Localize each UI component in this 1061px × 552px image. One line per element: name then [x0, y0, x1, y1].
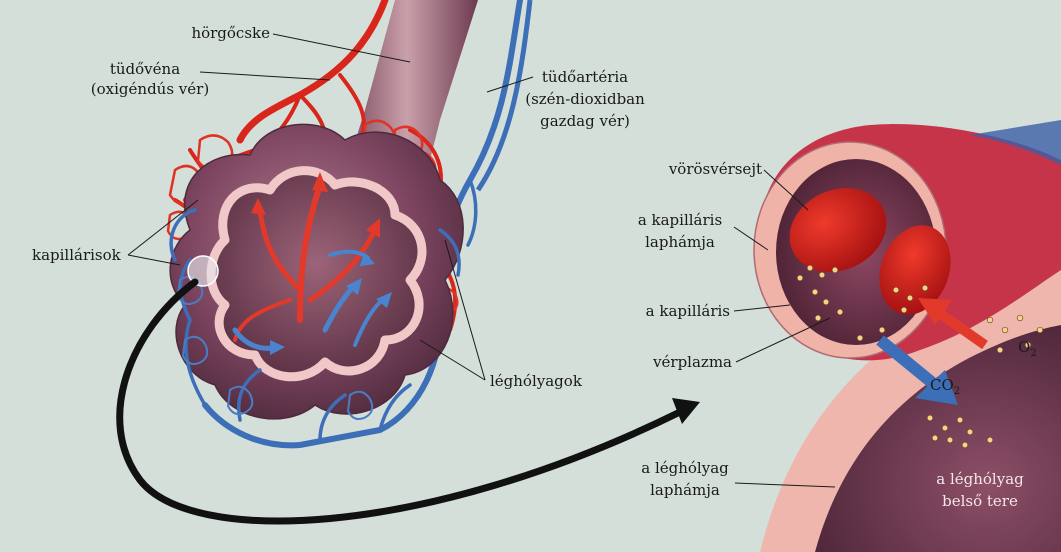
- label-alveolus-epithelium-1: a léghólyag: [641, 459, 729, 477]
- label-capillary-epithelium-2: laphámja: [645, 233, 715, 251]
- label-bronchiole: hörgőcske: [191, 24, 270, 42]
- label-capillaries: kapillárisok: [32, 246, 122, 264]
- label-pulmonary-artery-3: gazdag vér): [540, 112, 630, 130]
- label-pulmonary-vein-1: tüdővéna: [110, 60, 180, 78]
- label-capillary: a kapilláris: [646, 302, 730, 320]
- label-alveoli: léghólyagok: [490, 372, 583, 390]
- label-pulmonary-vein-2: (oxigéndús vér): [91, 80, 209, 98]
- label-alveolus-space-1: a léghólyag: [936, 470, 1024, 488]
- label-red-blood-cell: vörösvérsejt: [668, 160, 762, 178]
- label-alveolus-epithelium-2: laphámja: [650, 481, 720, 499]
- label-alveolus-space-2: belső tere: [942, 492, 1018, 510]
- label-capillary-epithelium-1: a kapilláris: [638, 211, 722, 229]
- label-pulmonary-artery-2: (szén-dioxidban: [525, 90, 645, 108]
- label-pulmonary-artery-1: tüdőartéria: [542, 68, 628, 86]
- label-plasma: vérplazma: [652, 353, 732, 371]
